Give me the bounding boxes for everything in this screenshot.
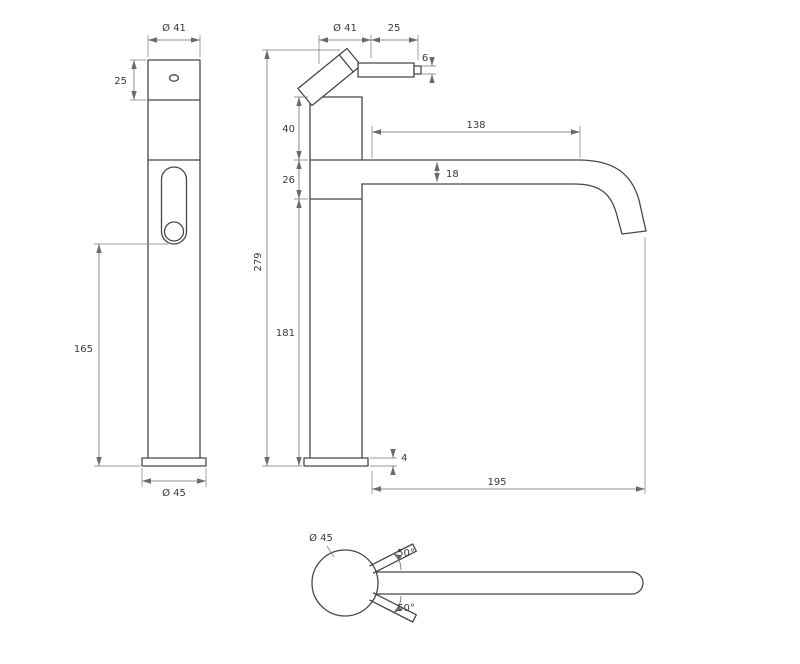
side-handle-seam [338, 54, 354, 73]
dim-front-base-diameter: Ø 45 [162, 487, 186, 499]
extension-line [141, 468, 207, 487]
angle-arc-lower [392, 595, 402, 614]
dim-front-lower-height: 165 [74, 344, 93, 355]
dim-plan-angle-lower: 50° [397, 603, 415, 614]
front-body-outline [147, 59, 201, 459]
dim-side-lever-length: 25 [388, 23, 401, 34]
extension-line [130, 59, 146, 101]
dim-side-mid-section: 26 [282, 175, 295, 186]
extension-line [262, 96, 308, 467]
dim-front-cap-height: 25 [114, 76, 127, 87]
side-lever-tip [413, 65, 422, 75]
dim-side-top-diameter: Ø 41 [333, 22, 357, 34]
plan-spout-outline [375, 571, 644, 595]
dim-side-overall-height: 279 [253, 252, 264, 271]
plan-view: Ø 45 50° 50° [309, 532, 644, 623]
dim-plan-angle-upper: 50° [397, 548, 415, 559]
plan-lever-upper-position [369, 543, 417, 574]
dim-side-overall-reach: 195 [487, 477, 506, 488]
side-base-plate [303, 457, 369, 467]
dim-plan-base-diameter: Ø 45 [309, 532, 333, 544]
side-lever-rod [357, 62, 415, 78]
plan-lever-lower-position [369, 592, 417, 623]
extension-line [147, 35, 201, 57]
dim-side-base-height: 4 [401, 453, 407, 464]
angle-arc-upper [392, 552, 402, 571]
dim-side-spout-diameter: 18 [446, 169, 459, 180]
extension-line [421, 65, 436, 75]
side-spout-outline [361, 159, 647, 235]
leader-line [326, 545, 335, 558]
front-base-plate [141, 457, 207, 467]
extension-line [370, 457, 397, 467]
front-view: Ø 41 25 165 Ø 45 [74, 22, 207, 499]
front-body-seams [147, 99, 201, 161]
side-body-outline [309, 96, 363, 459]
dim-side-upper-section: 40 [282, 124, 295, 135]
dim-side-lever-tip: 6 [422, 53, 428, 64]
side-body-seams [309, 159, 363, 200]
extension-line [94, 243, 168, 467]
front-spout-outlet [163, 221, 185, 242]
front-spout-recess [160, 166, 188, 245]
dim-side-spout-reach: 138 [466, 120, 485, 131]
front-indicator-dot [168, 74, 180, 82]
dim-side-lower-section: 181 [276, 328, 295, 339]
extension-line [371, 237, 646, 494]
plan-base-circle [311, 549, 379, 617]
side-view: Ø 41 25 6 40 26 181 279 138 18 4 195 [253, 22, 647, 494]
dim-front-top-diameter: Ø 41 [162, 22, 186, 34]
